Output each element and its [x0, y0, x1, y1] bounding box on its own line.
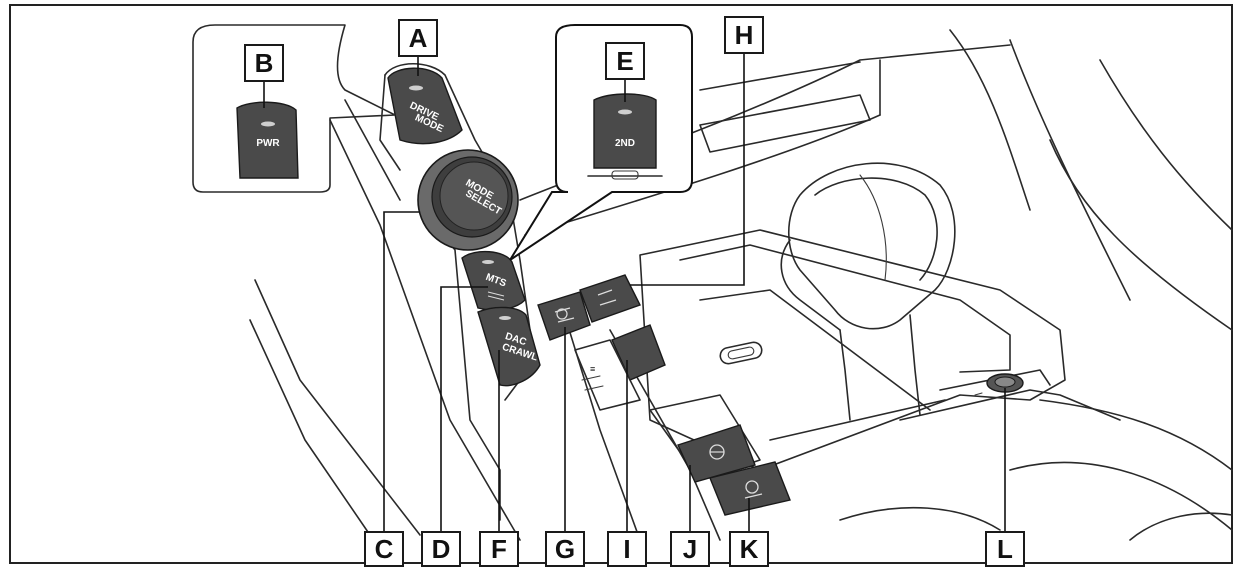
callout-e: E — [605, 42, 645, 80]
h-switch-button — [579, 274, 641, 323]
callout-h: H — [724, 16, 764, 54]
callout-j: J — [670, 531, 710, 567]
callout-k-letter: K — [740, 534, 759, 564]
gear-shifter — [780, 162, 956, 421]
leader-lines — [263, 52, 1006, 533]
callout-l-letter: L — [997, 534, 1013, 564]
inset-b: PWR — [192, 24, 396, 193]
callout-a: A — [398, 19, 438, 57]
lever-marks: ≡ — [590, 364, 595, 374]
callout-f: F — [479, 531, 519, 567]
callout-c: C — [364, 531, 404, 567]
callout-i: I — [607, 531, 647, 567]
second-label: 2ND — [615, 138, 635, 149]
callout-b: B — [244, 44, 284, 82]
callout-c-letter: C — [375, 534, 394, 564]
callout-i-letter: I — [623, 534, 630, 564]
callout-b-letter: B — [255, 48, 274, 78]
callout-f-letter: F — [491, 534, 507, 564]
lock-switch-button — [537, 291, 591, 341]
pwr-label: PWR — [256, 138, 280, 149]
callout-d: D — [421, 531, 461, 567]
transfer-lever: ≡ — [574, 324, 666, 411]
mts-button: MTS — [461, 251, 526, 311]
console-outline — [249, 29, 1233, 541]
dac-crawl-button: DAC CRAWL — [477, 306, 541, 387]
callout-h-letter: H — [735, 20, 754, 50]
k-switch-button — [709, 461, 791, 516]
callout-a-letter: A — [409, 23, 428, 53]
l-switch-button — [974, 373, 1024, 396]
callout-j-letter: J — [683, 534, 697, 564]
callout-k: K — [729, 531, 769, 567]
mode-select-knob: MODE SELECT — [417, 149, 519, 251]
callout-g: G — [545, 531, 585, 567]
callout-l: L — [985, 531, 1025, 567]
drive-mode-button: DRIVE MODE — [387, 67, 463, 145]
inset-e: 2ND — [509, 24, 693, 261]
callout-g-letter: G — [555, 534, 575, 564]
callout-d-letter: D — [432, 534, 451, 564]
callout-e-letter: E — [616, 46, 633, 76]
